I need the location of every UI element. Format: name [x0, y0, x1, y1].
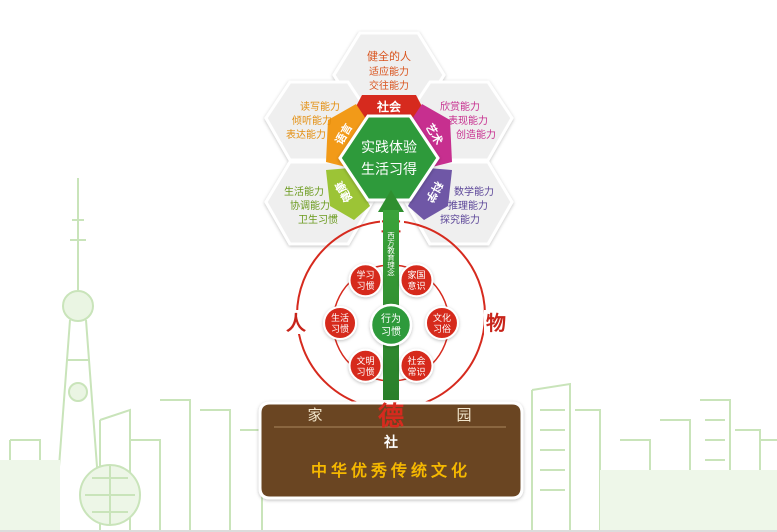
top-skill-3: 交往能力	[369, 79, 409, 92]
lower-right-skill-1: 数学能力	[454, 185, 494, 198]
upper-left-skill-2: 倾听能力	[292, 114, 332, 127]
habit-center-circle	[369, 303, 413, 347]
base-right-char: 园	[456, 406, 471, 424]
base-middle-char: 德	[378, 402, 404, 432]
habit-center-line-1: 行为	[381, 312, 401, 325]
center-hexagon	[338, 114, 440, 202]
upper-right-skill-3: 创造能力	[456, 128, 496, 141]
lower-right-skill-3: 探究能力	[440, 213, 480, 226]
petal-top-label: 社会	[376, 99, 402, 114]
arrow-head-icon	[378, 190, 404, 212]
lower-right-skill-2: 推理能力	[448, 199, 488, 212]
ring-right-bg	[484, 310, 508, 334]
top-skill-1: 健全的人	[367, 49, 411, 63]
habit-node-circle	[399, 263, 434, 298]
petal-lower-left-shape	[326, 168, 370, 220]
base-line-1	[274, 426, 506, 428]
stem-vertical-text: 西方教育理念	[386, 231, 395, 276]
habit-node-line-1: 文明	[357, 355, 375, 367]
lower-left-skill-1: 生活能力	[284, 185, 324, 198]
base-sub-char: 社	[383, 434, 398, 451]
petal-upper-left-shape	[326, 104, 372, 168]
base-banner: 中华优秀传统文化	[311, 461, 471, 480]
habit-node-line-1: 社会	[407, 355, 425, 367]
lower-left-skill-2: 协调能力	[290, 199, 330, 212]
habit-node-circle	[348, 263, 383, 298]
habit-node-line-2: 习惯	[357, 366, 375, 378]
habit-node-circle	[399, 348, 434, 383]
petal-upper-right-shape	[406, 104, 452, 168]
center-line-2: 生活习得	[361, 161, 417, 178]
skill-lists: 健全的人 适应能力 交往能力 读写能力 倾听能力 表达能力 欣赏能力 表现能力 …	[284, 49, 496, 226]
ring-left-bg	[284, 310, 308, 334]
habit-node-circle	[348, 348, 383, 383]
center-line-1: 实践体验	[361, 140, 417, 156]
petal-lower-right-shape	[408, 168, 452, 220]
ring-left-label: 人	[286, 311, 307, 335]
upper-right-skill-2: 表现能力	[448, 114, 488, 127]
habit-node-line-2: 意识	[407, 280, 425, 292]
city-skyline-background	[0, 178, 777, 532]
lower-left-skill-3: 卫生习惯	[298, 213, 338, 226]
upper-left-skill-1: 读写能力	[300, 100, 340, 113]
habit-node-line-2: 习惯	[331, 323, 349, 335]
ring-right-label: 物	[486, 311, 506, 335]
habit-node-line-1: 家国	[407, 269, 425, 281]
top-skill-2: 适应能力	[369, 65, 409, 78]
habit-node-line-1: 生活	[331, 312, 349, 324]
base-left-char: 家	[307, 406, 322, 424]
habit-node-circle	[323, 306, 358, 340]
upper-right-skill-1: 欣赏能力	[440, 100, 480, 113]
upper-left-skill-3: 表达能力	[286, 128, 326, 141]
petal-top-shape	[350, 95, 428, 118]
domain-petals	[326, 95, 452, 220]
habit-node-line-2: 习惯	[357, 280, 375, 292]
habit-node-line-2: 常识	[407, 366, 425, 378]
habit-center-line-2: 习惯	[381, 325, 401, 338]
habit-node-line-1: 文化	[433, 312, 451, 324]
habit-node-line-1: 学习	[357, 269, 375, 281]
habit-node-line-2: 习俗	[433, 323, 451, 335]
habit-node-circle	[424, 306, 459, 340]
